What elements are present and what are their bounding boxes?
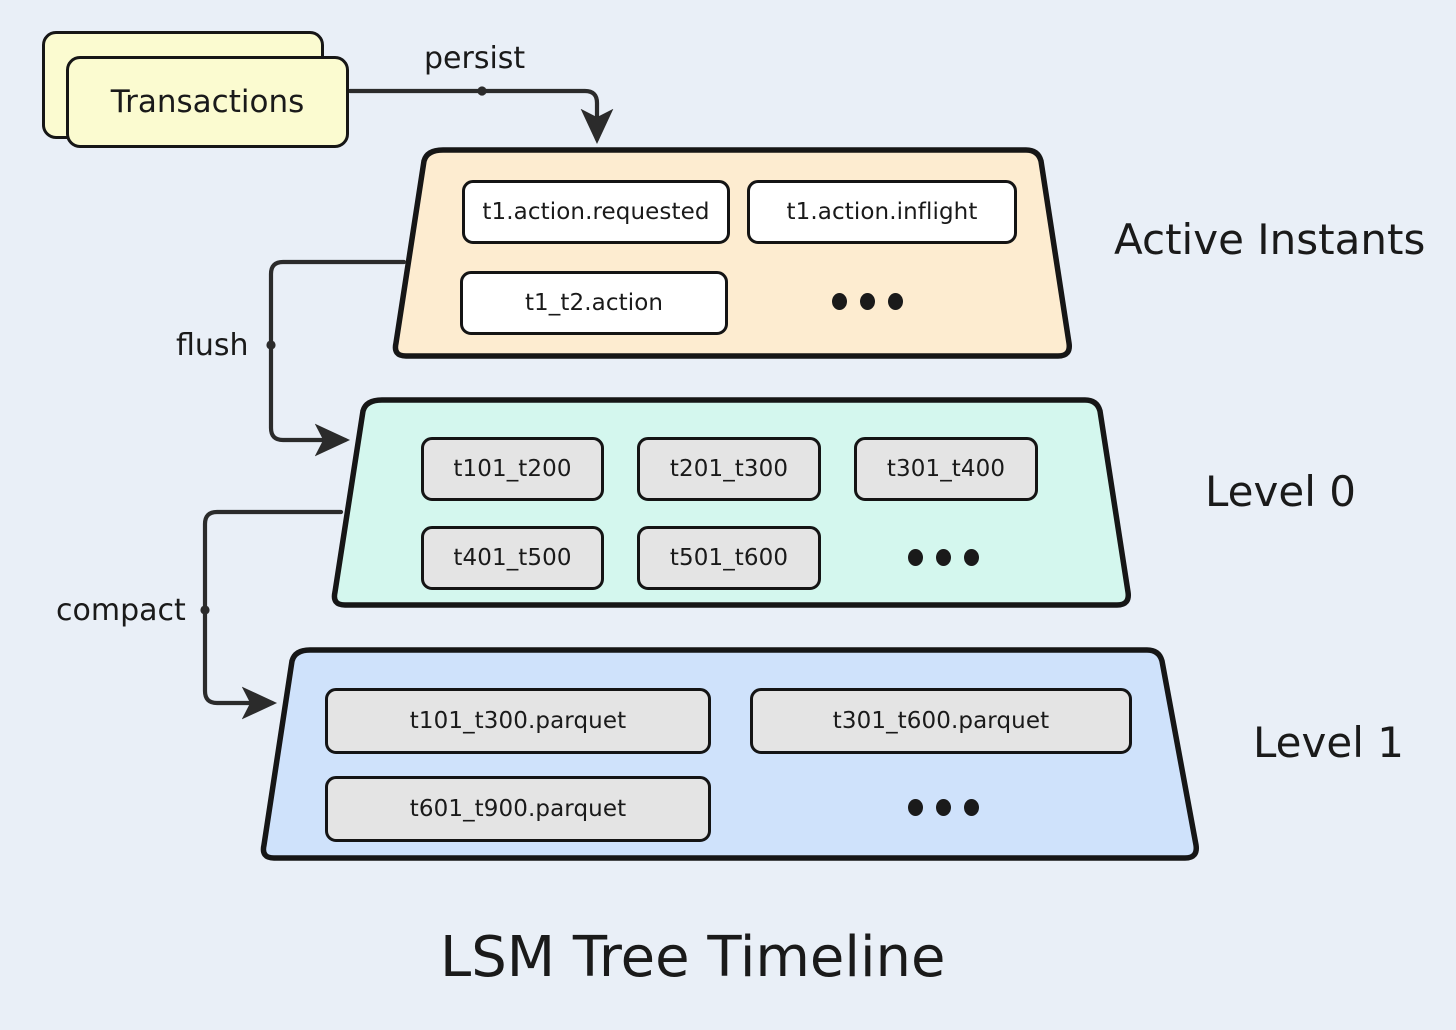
tier-label-active-instants: Active Instants (1114, 215, 1426, 264)
edge-label-compact: compact (56, 593, 186, 628)
level0-chip-t301-t400[interactable]: t301_t400 (854, 437, 1038, 501)
level0-chip-t201-t300[interactable]: t201_t300 (637, 437, 821, 501)
level0-chip-t101-t200[interactable]: t101_t200 (421, 437, 604, 501)
diagram-title: LSM Tree Timeline (440, 925, 946, 990)
transactions-label: Transactions (110, 84, 305, 120)
edge-flush-midpoint-dot (266, 340, 276, 350)
edge-persist-midpoint-dot (477, 86, 487, 96)
instant-chip-t1-action-inflight[interactable]: t1.action.inflight (747, 180, 1017, 244)
level1-chip-t301-t600-parquet[interactable]: t301_t600.parquet (750, 688, 1132, 754)
tier-label-level-0: Level 0 (1205, 467, 1356, 516)
edge-persist-line (347, 88, 614, 145)
edge-compact-midpoint-dot (200, 605, 210, 615)
active-instants-ellipsis (832, 293, 903, 310)
edge-flush-line (268, 259, 407, 457)
level0-ellipsis (908, 549, 979, 566)
level0-chip-t401-t500[interactable]: t401_t500 (421, 526, 604, 590)
instant-chip-t1-t2-action[interactable]: t1_t2.action (460, 271, 728, 335)
edge-label-flush: flush (176, 328, 249, 363)
tier-label-level-1: Level 1 (1253, 718, 1404, 767)
transactions-card[interactable]: Transactions (66, 56, 349, 148)
instant-chip-t1-action-requested[interactable]: t1.action.requested (462, 180, 730, 244)
level0-chip-t501-t600[interactable]: t501_t600 (637, 526, 821, 590)
level1-ellipsis (908, 799, 979, 816)
level1-chip-t601-t900-parquet[interactable]: t601_t900.parquet (325, 776, 711, 842)
level1-chip-t101-t300-parquet[interactable]: t101_t300.parquet (325, 688, 711, 754)
edge-label-persist: persist (424, 41, 526, 76)
